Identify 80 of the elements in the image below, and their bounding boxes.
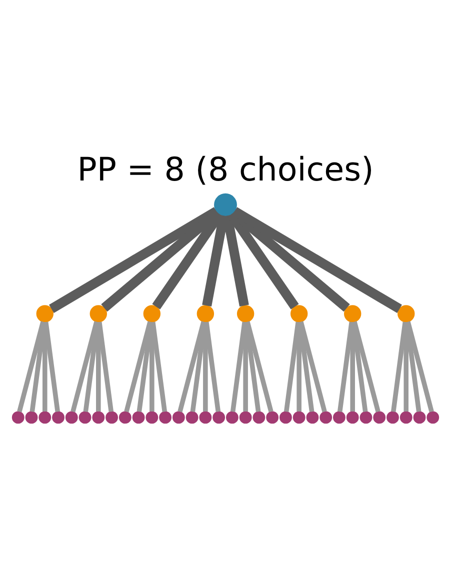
connector [232, 207, 402, 314]
node-circle [90, 305, 107, 322]
connector [351, 322, 368, 412]
connector [352, 321, 380, 412]
node-circle [143, 305, 161, 322]
connector [190, 322, 207, 412]
connector [83, 322, 100, 412]
connector [136, 322, 154, 412]
node-circle [214, 193, 237, 216]
node-circle [36, 305, 54, 322]
node-circle [333, 411, 346, 424]
connector [404, 322, 422, 412]
node-circle [186, 411, 198, 424]
connector [17, 321, 46, 412]
connector [296, 322, 302, 412]
connector [178, 321, 206, 412]
connector [230, 208, 350, 312]
diagram-title: PP = 8 (8 choices) [77, 150, 374, 189]
node-circle [306, 411, 319, 424]
connector [245, 321, 274, 412]
node-circle [226, 411, 238, 424]
node-circle [196, 305, 214, 322]
node-circle [65, 411, 78, 424]
node-circle [426, 411, 440, 424]
connector [284, 322, 300, 412]
connector [230, 322, 247, 412]
node-circle [159, 411, 172, 424]
connector [70, 321, 99, 412]
node-circle [52, 411, 64, 424]
node-circle [290, 305, 308, 322]
connector [227, 211, 299, 310]
connector [298, 322, 314, 412]
connector [30, 322, 46, 412]
node-circle [398, 305, 415, 322]
connector [404, 322, 408, 412]
node-circle [344, 305, 362, 322]
node-circle [239, 411, 252, 424]
connector [298, 321, 327, 412]
node-circle [252, 411, 266, 424]
connector [337, 322, 354, 412]
connector [204, 322, 221, 412]
node-circle [292, 411, 306, 424]
connector [124, 321, 152, 412]
node-circle [346, 411, 359, 424]
node-circle [320, 411, 332, 424]
node-circle [146, 411, 158, 424]
node-circle [360, 411, 372, 424]
node-circle [212, 411, 226, 424]
connector [350, 322, 355, 412]
node-circle [266, 411, 279, 424]
node-circle [400, 411, 412, 424]
node-circle [106, 411, 118, 424]
node-circle [25, 411, 38, 424]
connector [244, 322, 261, 412]
node-circle [386, 411, 399, 424]
node-circle [236, 305, 254, 322]
connector [150, 322, 154, 412]
connector [222, 214, 249, 306]
connector [203, 322, 208, 412]
node-circle [132, 411, 145, 424]
connector [42, 322, 48, 412]
connector [243, 322, 248, 412]
node-circle [118, 411, 132, 424]
connector [202, 214, 228, 306]
connector [101, 208, 221, 312]
connector [43, 322, 60, 412]
connector [406, 321, 434, 412]
node-circle [280, 411, 292, 424]
node-circle [199, 411, 212, 424]
node-circle [172, 411, 185, 424]
connector [390, 322, 408, 412]
node-circle [413, 411, 426, 424]
node-circle [78, 411, 92, 424]
connector [97, 322, 114, 412]
node-circle [38, 411, 52, 424]
node-circle [373, 411, 386, 424]
connector [150, 322, 168, 412]
node-circle [12, 411, 24, 424]
node-circle [92, 411, 105, 424]
connector [96, 322, 101, 412]
